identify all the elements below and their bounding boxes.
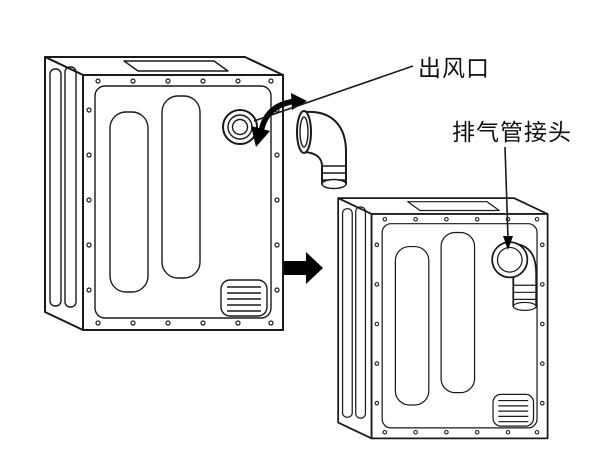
exhaust-connector-label: 排气管接头 xyxy=(452,119,572,145)
callout-air-outlet: 出风口 xyxy=(253,55,490,122)
rotation-arrow-icon xyxy=(251,93,307,147)
dryer-back-view-after xyxy=(337,197,549,440)
exhaust-elbow-loose xyxy=(296,110,347,190)
leader-line xyxy=(253,65,414,122)
air-outlet-label: 出风口 xyxy=(418,55,490,81)
leader-arrowhead xyxy=(503,236,513,250)
callout-exhaust-connector: 排气管接头 xyxy=(452,119,572,250)
step-arrow-icon xyxy=(284,252,323,284)
leader-line xyxy=(504,146,509,239)
dryer-back-view-before xyxy=(44,56,284,331)
